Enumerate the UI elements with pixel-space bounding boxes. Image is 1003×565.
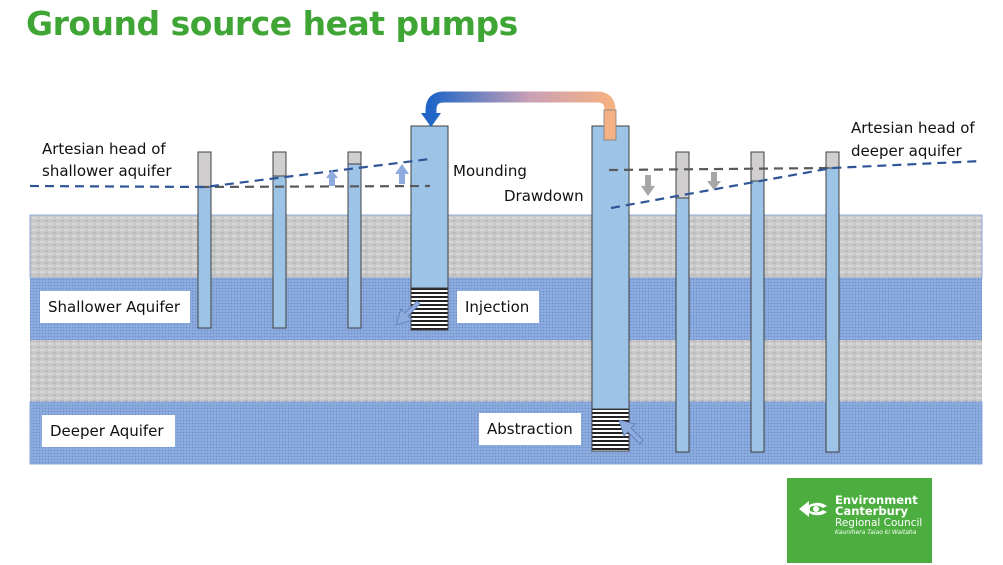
- logo-line-1: Environment: [835, 493, 918, 507]
- injection-well: [410, 125, 449, 331]
- shallower-aquifer-label-box: [40, 291, 190, 323]
- abstraction-well: [591, 125, 630, 452]
- drawdown-arrow-icon: [641, 175, 655, 196]
- abstraction-arrow-icon: [618, 419, 644, 445]
- artesian-shallow-label-line2: shallower aquifer: [42, 162, 172, 180]
- mounding-arrow-icon: [326, 170, 338, 186]
- shallow-well-1: [197, 151, 212, 329]
- middle-aquitard-layer: [30, 340, 982, 402]
- shallow-well-2: [272, 151, 287, 329]
- shallower-aquifer-label: Shallower Aquifer: [48, 298, 181, 316]
- deep-well-2: [750, 151, 765, 453]
- pipe-outlet: [603, 109, 617, 141]
- injection-arrow-icon: [395, 300, 421, 326]
- heat-exchange-pipe: [425, 91, 616, 126]
- environment-canterbury-logo: Environment Canterbury Regional Council …: [787, 478, 932, 563]
- injection-screen: [410, 287, 449, 331]
- artesian-deep-label-line1: Artesian head of: [851, 119, 975, 137]
- shallow-well-3: [347, 151, 362, 329]
- page-title: Ground source heat pumps: [26, 4, 518, 43]
- injection-label-box: [457, 291, 539, 323]
- artesian-shallow-label-line1: Artesian head of: [42, 140, 166, 158]
- mounding-arrow-icon: [395, 164, 409, 184]
- upper-aquitard-layer: [29, 214, 983, 279]
- logo-line-2: Canterbury: [835, 504, 908, 518]
- logo-line-4: Kaunihera Taiao ki Waitaha: [835, 529, 917, 536]
- ecan-logo-icon: [799, 501, 827, 517]
- deeper-aquifer-label-box: [42, 415, 175, 447]
- abstraction-label-box: [479, 413, 581, 445]
- static-head-line-deep: [608, 166, 833, 172]
- deep-well-1: [675, 151, 690, 453]
- logo-line-3: Regional Council: [835, 517, 923, 529]
- mounding-label: Mounding: [453, 162, 527, 180]
- abstraction-label: Abstraction: [487, 420, 573, 438]
- deeper-aquifer-label: Deeper Aquifer: [50, 422, 164, 440]
- static-head-line-shallow: [199, 184, 431, 189]
- artesian-deep-label-line2: deeper aquifer: [851, 142, 963, 160]
- drawdown-label: Drawdown: [504, 187, 584, 205]
- drawdown-arrow-icon: [707, 172, 721, 190]
- injection-label: Injection: [465, 298, 529, 316]
- pipe-arrow-head-icon: [421, 113, 441, 127]
- deep-well-3: [825, 151, 840, 453]
